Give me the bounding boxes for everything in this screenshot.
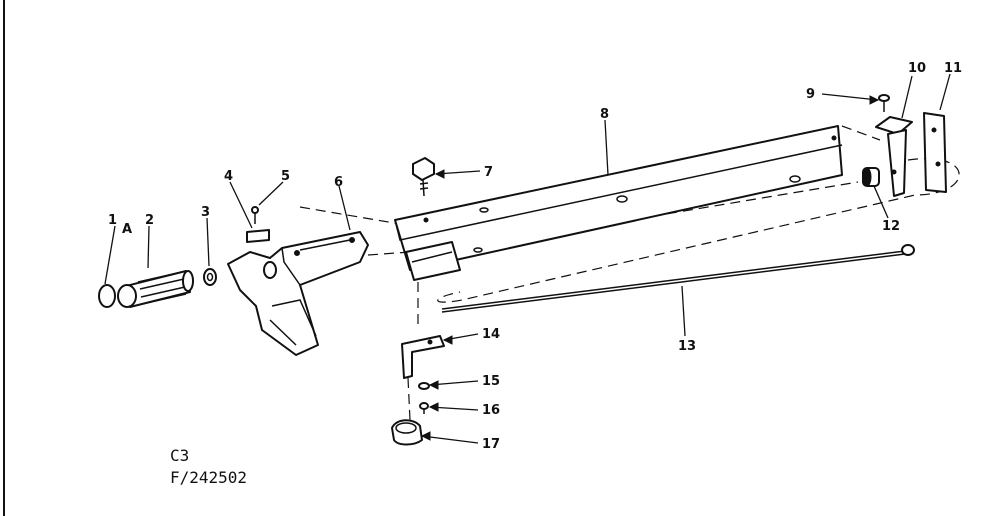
figure-code: C3 bbox=[170, 446, 189, 465]
callout-2: 2 bbox=[145, 213, 154, 228]
part-17-knob bbox=[391, 419, 423, 446]
callout-6: 6 bbox=[334, 175, 343, 190]
callout-8: 8 bbox=[600, 107, 609, 122]
part-15-washer bbox=[418, 382, 430, 390]
part-8-rail bbox=[394, 125, 843, 281]
part-6-lock-bracket bbox=[227, 231, 369, 356]
callout-11: 11 bbox=[944, 61, 962, 76]
callout-10: 10 bbox=[908, 61, 926, 76]
part-10-end-bracket bbox=[875, 116, 913, 197]
leader-lines bbox=[104, 73, 951, 444]
callout-1: 1 bbox=[108, 213, 117, 228]
part-2-handle-grip bbox=[117, 270, 194, 308]
figure-number: F/242502 bbox=[170, 468, 247, 487]
part-16-screw bbox=[419, 402, 429, 414]
callout-13: 13 bbox=[678, 339, 696, 354]
callout-17: 17 bbox=[482, 437, 500, 452]
callout-12: 12 bbox=[882, 219, 900, 234]
callout-16: 16 bbox=[482, 403, 500, 418]
part-9-screw bbox=[878, 94, 890, 112]
callout-5: 5 bbox=[281, 169, 290, 184]
part-5-screw bbox=[251, 206, 259, 224]
callout-9: 9 bbox=[806, 87, 815, 102]
callout-7: 7 bbox=[484, 165, 493, 180]
callout-14: 14 bbox=[482, 327, 500, 342]
callout-labels: 1 A 2 3 4 5 6 7 8 9 10 11 12 13 14 15 16… bbox=[108, 61, 962, 452]
callout-4: 4 bbox=[224, 169, 233, 184]
callout-a: A bbox=[122, 222, 132, 237]
part-7-bolt bbox=[412, 157, 435, 197]
part-12-bumper bbox=[862, 167, 880, 187]
callout-3: 3 bbox=[201, 205, 210, 220]
part-13-rod bbox=[441, 244, 915, 313]
part-11-plate bbox=[923, 112, 947, 193]
part-14-angle-bracket bbox=[401, 335, 445, 379]
part-4-clip bbox=[246, 229, 270, 243]
part-1-end-cap bbox=[98, 284, 116, 308]
part-3-washer bbox=[203, 268, 217, 286]
callout-15: 15 bbox=[482, 374, 500, 389]
